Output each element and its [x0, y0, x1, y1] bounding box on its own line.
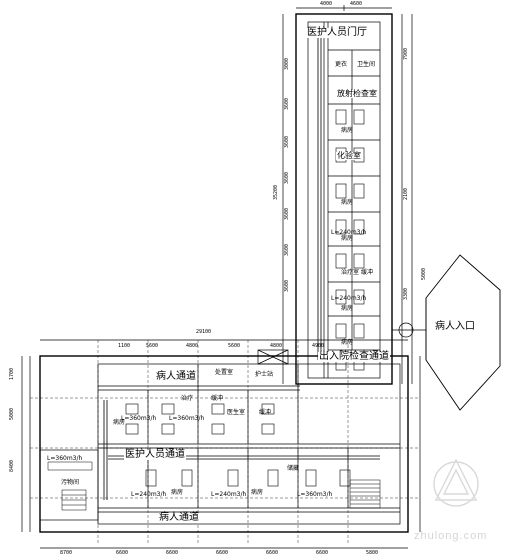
room-label: 病房: [341, 305, 354, 312]
watermark-text: zhulong.com: [414, 530, 488, 542]
room-label: 病房: [341, 339, 354, 346]
dim-row: 4800: [186, 343, 199, 349]
duct-flow-label: L=360m3/h: [121, 415, 157, 422]
stairs: [349, 479, 381, 509]
dim-right: 3600: [284, 97, 290, 110]
dim-mid: 29100: [196, 329, 212, 335]
room-label: 治疗室: [341, 269, 360, 276]
dim-row: 1100: [118, 343, 131, 349]
dim-left: 5000: [9, 407, 15, 420]
dim-row: 5600: [146, 343, 159, 349]
room-label: 缓冲: [259, 409, 272, 416]
room-label: 病房: [341, 127, 354, 134]
entrance-label: 病人入口: [434, 321, 476, 332]
room-label: 医生室: [227, 409, 246, 416]
duct-flow-label: L=360m3/h: [297, 491, 333, 498]
dim-bottom: 5800: [366, 550, 379, 556]
dim-row: 4800: [270, 343, 283, 349]
dim-right: 3600: [284, 243, 290, 256]
room-label: 治疗: [181, 395, 194, 402]
north-room-dividers: [328, 49, 380, 351]
room-label: 储藏: [287, 465, 300, 472]
rad-room-label: 放射检查室: [336, 89, 378, 98]
dim-right: 3600: [284, 171, 290, 184]
south-room-dividers: [147, 364, 349, 508]
room-label: 处置室: [215, 369, 234, 376]
north-duct: [317, 30, 322, 360]
dim-right: 3600: [284, 207, 290, 220]
duct-flow-label: L=240m3/h: [131, 491, 167, 498]
south-hvac-units: [125, 403, 351, 487]
room-label: 污物间: [61, 479, 80, 486]
corridor-patient-top-label: 病人通道: [155, 371, 197, 382]
dim-right: 3600: [284, 279, 290, 292]
room-label: 病房: [251, 489, 264, 496]
lab-room-label: 化验室: [336, 151, 362, 160]
dim-bottom: 6600: [316, 550, 329, 556]
room-label: 病房: [171, 489, 184, 496]
south-block-outer: [39, 355, 409, 533]
dim-left: 8400: [9, 459, 15, 472]
dim-right: 7900: [403, 47, 409, 60]
duct-flow-label: L=240m3/h: [331, 295, 367, 302]
dim-top: 4000: [320, 1, 333, 7]
dim-left: 1700: [9, 367, 15, 380]
room-label: 病房: [341, 235, 354, 242]
room-label: 卫生间: [357, 61, 376, 68]
dim-right: 3000: [284, 57, 290, 70]
north-hvac-units: [335, 109, 365, 371]
north-wing-inner: [307, 21, 381, 379]
dim-bottom: 6600: [166, 550, 179, 556]
dim-row: 5600: [228, 343, 241, 349]
dim-bottom: 6600: [266, 550, 279, 556]
duct-flow-label: L=360m3/h: [47, 455, 83, 462]
dim-top: 4600: [350, 1, 363, 7]
dim-right: 3600: [284, 135, 290, 148]
dim-right: 3300: [403, 287, 409, 300]
dim-bottom: 6600: [116, 550, 129, 556]
dim-right: 2100: [403, 187, 409, 200]
corridor-patient-bottom-label: 病人通道: [158, 512, 200, 523]
room-label: 病房: [113, 419, 126, 426]
dim-bottom: 8700: [60, 550, 73, 556]
dim-side: 5000: [421, 267, 427, 280]
entrance-canopy: [425, 254, 501, 411]
exit-passage-label: 出入院检查通道: [318, 351, 390, 362]
room-label: 病房: [341, 199, 354, 206]
room-label: 缓冲: [361, 269, 374, 276]
dim-vertical-total: 35200: [273, 184, 279, 200]
fan-room: [39, 449, 99, 521]
room-label: 护士站: [255, 371, 274, 378]
room-label: 缓冲: [211, 395, 224, 402]
north-wing-outer: [295, 13, 393, 385]
gate-label: 医护人员门厅: [306, 27, 368, 38]
watermark-logo: [433, 458, 479, 507]
duct-flow-label: L=240m3/h: [331, 229, 367, 236]
dim-bottom: 6600: [216, 550, 229, 556]
room-label: 更衣: [335, 61, 348, 68]
duct-flow-label: L=240m3/h: [211, 491, 247, 498]
corridor-medical-label: 医护人员通道: [124, 449, 186, 460]
duct-flow-label: L=360m3/h: [169, 415, 205, 422]
dim-row: 4900: [312, 343, 325, 349]
